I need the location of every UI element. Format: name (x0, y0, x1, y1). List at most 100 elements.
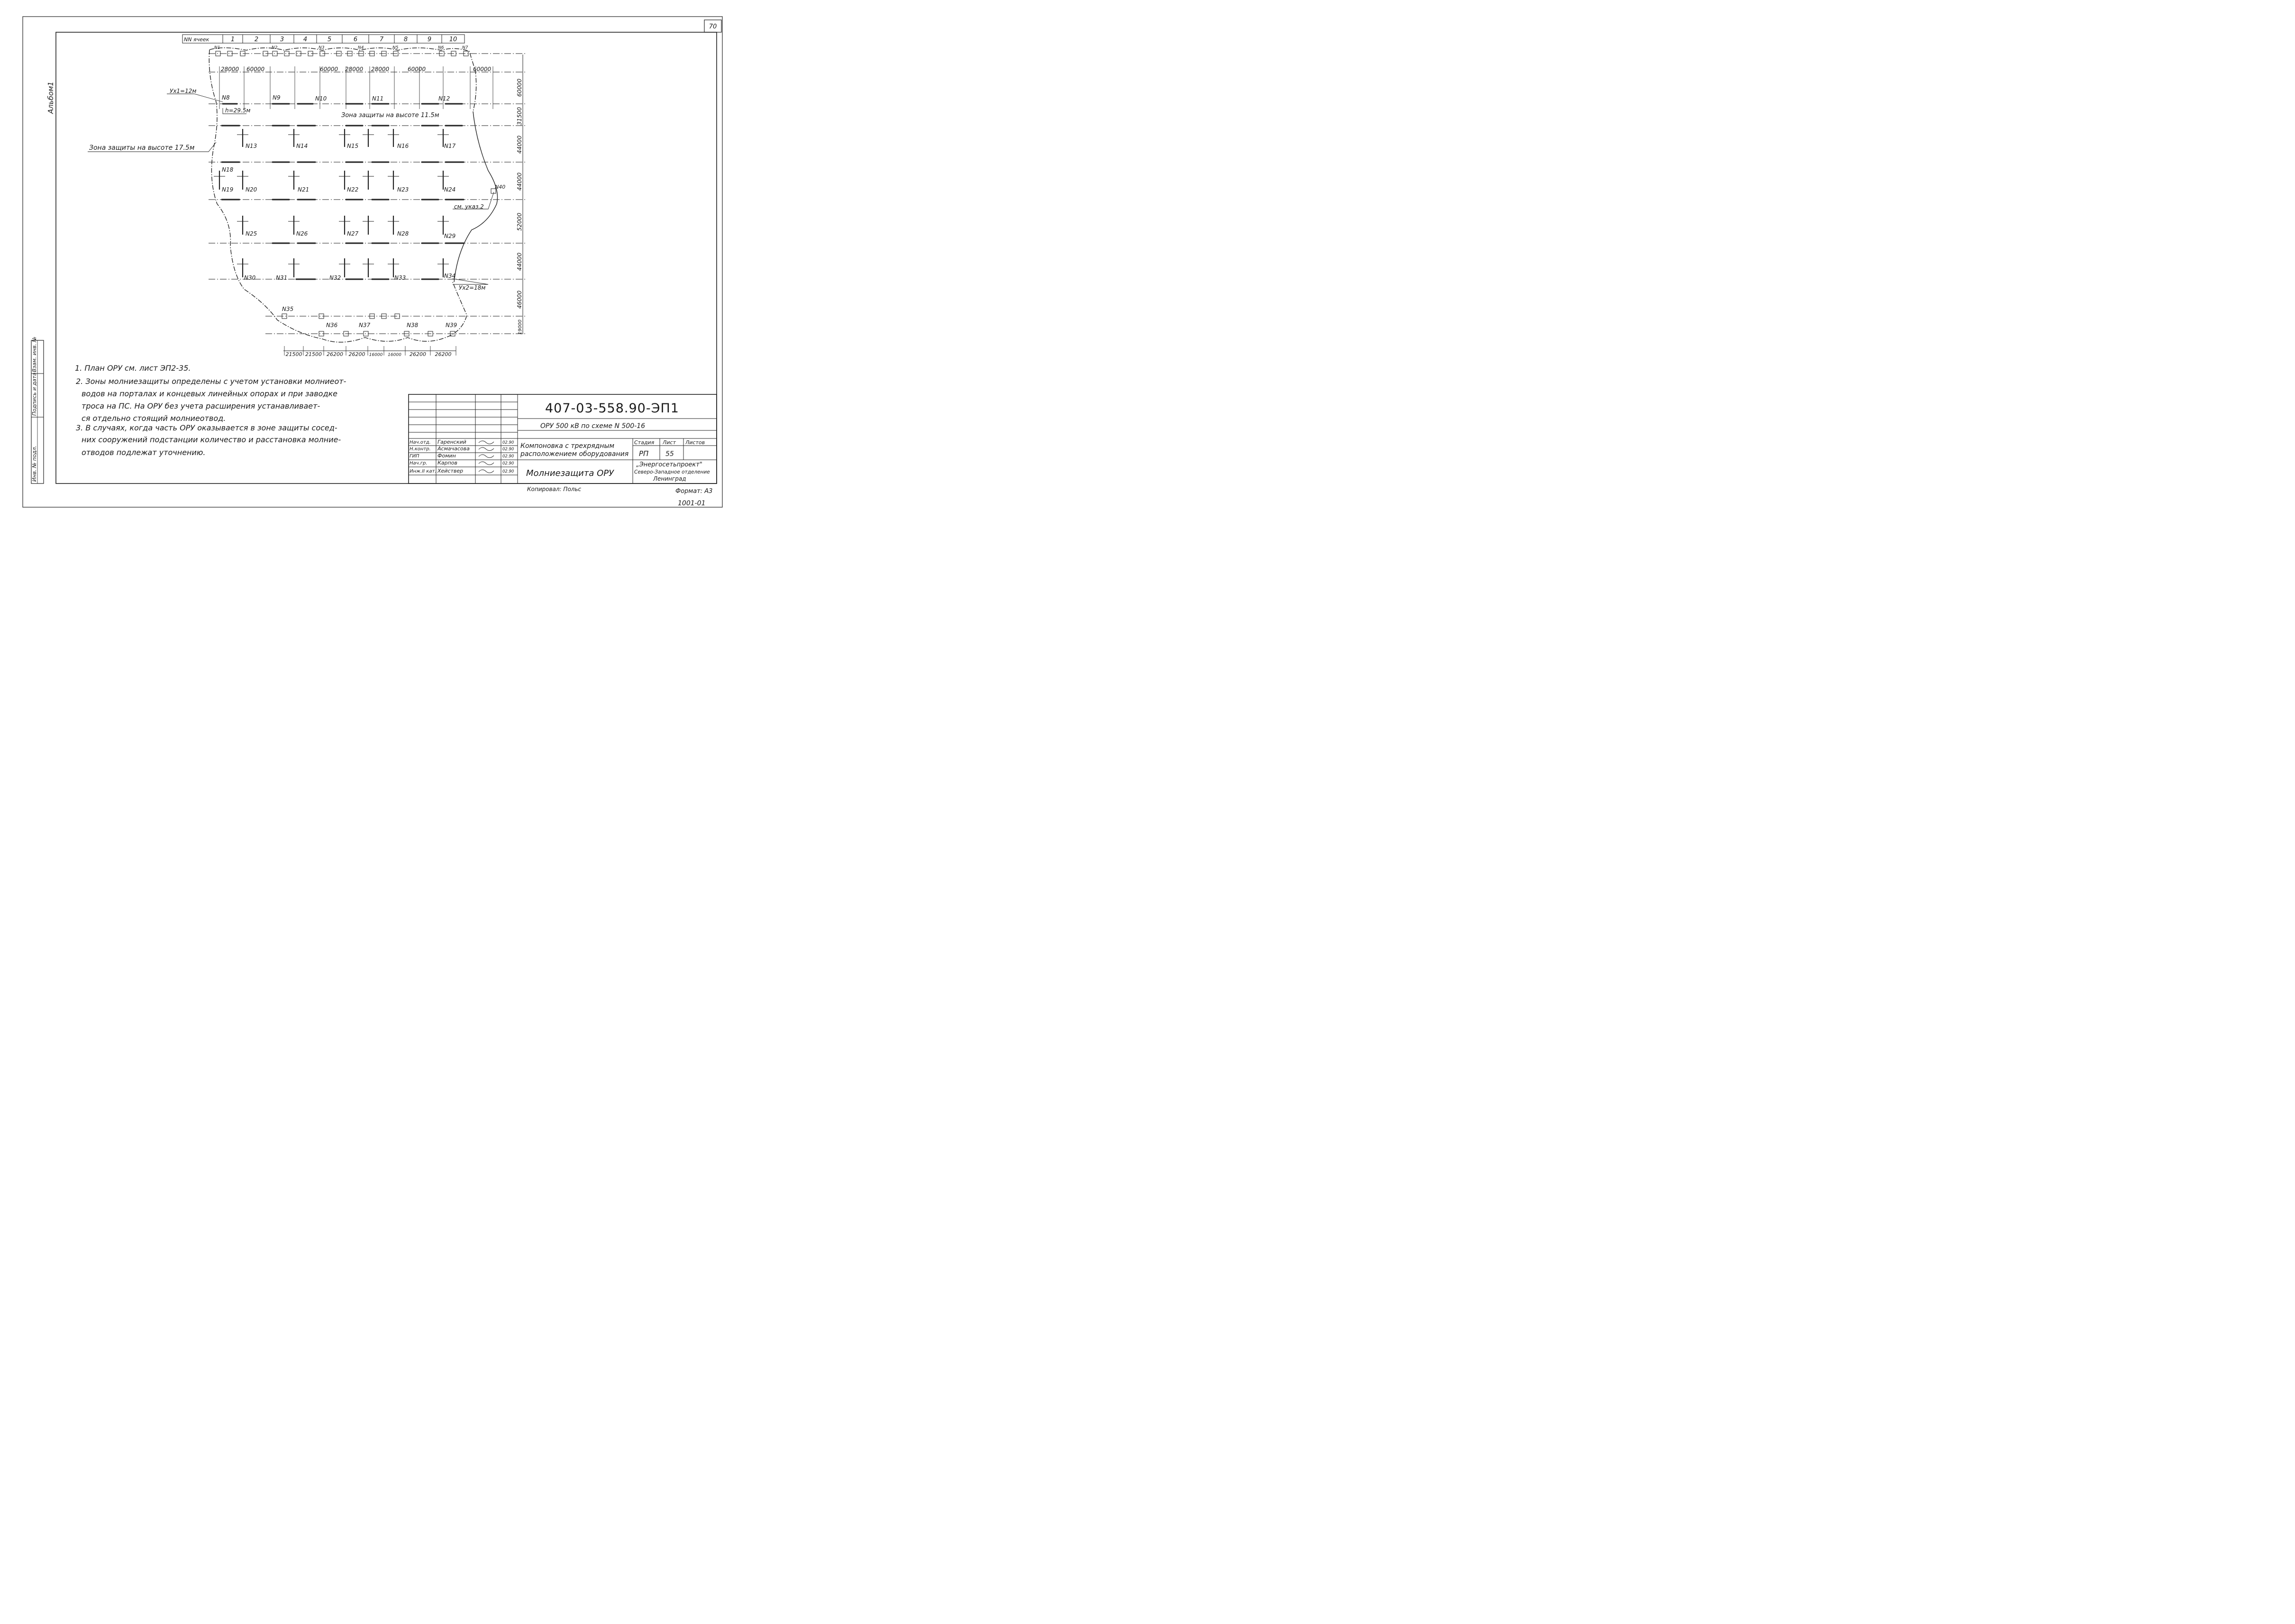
rod-label: N31 (276, 274, 287, 281)
notes: 1. План ОРУ см. лист ЭП2-35.2. Зоны молн… (75, 364, 346, 457)
portal-symbol (381, 51, 387, 56)
dimension-bottom: 26200 (327, 351, 343, 357)
note-line: 2. Зоны молниезащиты определены с учетом… (76, 377, 346, 386)
org-city: Ленинград (653, 475, 686, 482)
cell-number: 8 (404, 36, 408, 43)
stamp-vzam: Взам. инв. № (31, 337, 37, 372)
cell-number: 4 (303, 36, 307, 43)
person-date: 02.90 (502, 461, 514, 466)
cell-number: 6 (354, 36, 357, 43)
org-name: „Энергосетьпроект" (636, 461, 702, 468)
portal-symbol (282, 313, 287, 319)
dimension-top: 60000 (473, 66, 492, 73)
label-h: h=29.5м (225, 107, 250, 114)
portal-symbol (451, 51, 456, 56)
rod-label: N4 (358, 46, 364, 50)
person-name: Карпов (437, 460, 457, 466)
person-date: 02.90 (502, 447, 514, 452)
stamp-podpis: Подпись и дата (31, 373, 37, 416)
drawing-title: Молниезащита ОРУ (526, 468, 614, 478)
person-name: Асмачасова (437, 446, 470, 452)
portal-symbol (308, 51, 313, 56)
cell-number: 3 (280, 36, 284, 43)
portal-symbol (369, 51, 375, 56)
dimension-bottom: 16000 (388, 353, 401, 357)
cell-number: 1 (231, 36, 235, 43)
rod-label: N20 (246, 186, 257, 193)
portal-symbol (439, 51, 445, 56)
cell-header-label: NN ячеек (184, 36, 209, 43)
dimension-top: 28000 (345, 66, 364, 73)
label-zone-17-5: Зона защиты на высоте 17.5м (89, 144, 195, 152)
rod-label: N19 (222, 186, 233, 193)
person-date: 02.90 (502, 454, 514, 459)
cell-number: 7 (380, 36, 384, 43)
rod-label: N30 (244, 274, 256, 281)
sheet-number: 70 (709, 23, 717, 30)
portal-symbol (428, 331, 433, 337)
cell-number: 2 (255, 36, 258, 43)
rod-label: N36 (326, 322, 338, 328)
rod-label: N6 (438, 46, 444, 50)
project-name: ОРУ 500 кВ по схеме N 500-16 (540, 422, 645, 430)
rod-label: N10 (315, 95, 327, 102)
dimension-right: 44000 (516, 173, 523, 191)
rod-label: N16 (397, 143, 409, 149)
rod-label: N15 (347, 143, 358, 149)
sheet-value: 55 (665, 450, 674, 458)
stamp-inv: Инв. № подл. (31, 446, 37, 482)
portal-symbol (358, 51, 364, 56)
rod-label: N33 (394, 274, 406, 281)
portal-symbol (272, 51, 278, 56)
dimension-bottom: 16000 (369, 353, 383, 357)
signature (478, 469, 494, 473)
rod-label: N27 (347, 230, 359, 237)
inner-frame (55, 32, 717, 484)
rod-label: N37 (359, 322, 371, 328)
person-name: Хействер (437, 468, 463, 474)
title-block: Нач.отд. Гаренский 02.90 Н.контр. Асмачасова… (408, 394, 717, 484)
rod-label: N29 (444, 233, 455, 239)
drawing-desc-2: расположением оборудования (520, 450, 628, 458)
rod-label: N2 (272, 46, 278, 50)
person-role: Инж.II кат. (410, 469, 436, 474)
rod-label: N40 (495, 184, 505, 190)
label-zone-11-5: Зона защиты на высоте 11.5м (341, 112, 439, 119)
label-yx1: Ух1=12м (170, 88, 196, 94)
person-role: Н.контр. (410, 447, 431, 452)
cell-number: 10 (449, 36, 457, 43)
portal-symbol (343, 331, 349, 337)
person-role: Нач.гр. (410, 461, 428, 466)
dimension-bottom: 21500 (305, 351, 322, 357)
rod-label: N11 (372, 95, 383, 102)
note-line: отводов подлежат уточнению. (82, 448, 205, 457)
rod-label: N17 (444, 143, 456, 149)
portal-symbol (319, 331, 324, 337)
dimension-top: 28000 (371, 66, 390, 73)
rod-label: N12 (438, 95, 450, 102)
rod-label: N3 (319, 46, 325, 50)
stage-value: РП (639, 449, 648, 458)
rod-label: N39 (446, 322, 457, 328)
person-role: Нач.отд. (410, 440, 431, 445)
person-name: Гаренский (437, 439, 466, 445)
dimension-bottom: 26200 (349, 351, 365, 357)
rod-label: N5 (392, 46, 399, 50)
portal-symbol (227, 51, 233, 56)
rod-label: N13 (246, 143, 257, 149)
signature (478, 447, 494, 451)
rod-label: N8 (222, 94, 230, 101)
portal-symbol (263, 51, 268, 56)
note-line: 3. В случаях, когда часть ОРУ оказываетс… (76, 423, 337, 432)
rod-label: N14 (296, 143, 308, 149)
portal-symbol (284, 51, 290, 56)
portal-symbol (363, 331, 369, 337)
person-date: 02.90 (502, 469, 514, 474)
rod-label: N38 (407, 322, 419, 328)
format: Формат: А3 (675, 488, 712, 495)
portal-symbol (381, 313, 387, 319)
dimension-top: 28000 (221, 66, 239, 73)
side-stamp: Взам. инв. № Подпись и дата Инв. № подл. (31, 337, 44, 484)
signature (478, 461, 494, 465)
dimension-right: 19000 (518, 319, 523, 335)
